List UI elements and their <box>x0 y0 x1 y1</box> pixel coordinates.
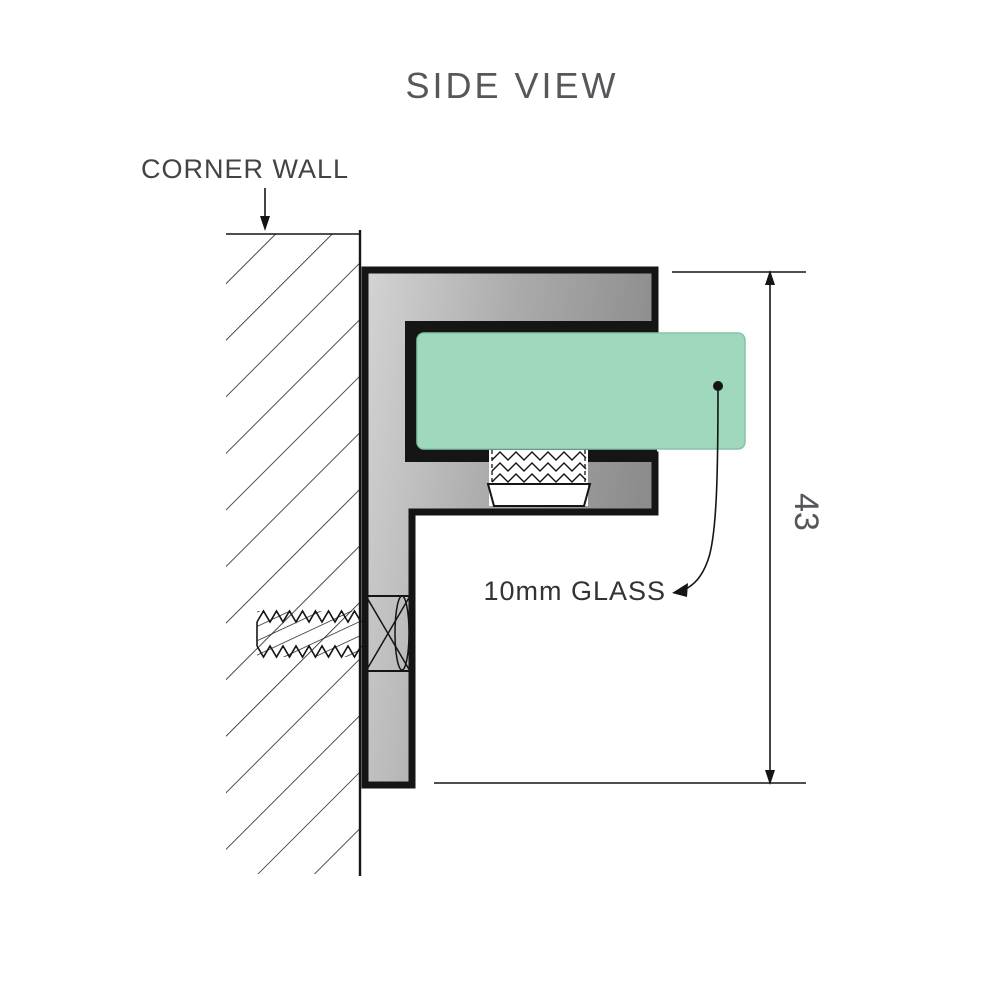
dimension-arrowhead-bottom-icon <box>765 770 775 785</box>
screw-thread-bottom <box>256 644 362 659</box>
pad-thread-line <box>491 473 587 483</box>
pad-thread-line <box>491 462 587 472</box>
screw-head-ellipse <box>394 595 410 671</box>
dimension-arrowhead-top-icon <box>765 270 775 285</box>
height-dimension: 43 <box>434 270 825 785</box>
dimension-value: 43 <box>787 493 825 531</box>
leader-arrowhead-icon <box>672 583 688 597</box>
wall-section <box>226 230 362 876</box>
pressure-pad <box>486 450 592 507</box>
screw-thread-top <box>256 609 362 624</box>
screw-thread-shading <box>257 611 360 657</box>
corner-wall-arrowhead-icon <box>260 216 270 231</box>
wall-hatching <box>226 234 360 874</box>
corner-wall-label: CORNER WALL <box>141 154 349 184</box>
glass-callout: 10mm GLASS <box>483 381 723 606</box>
diagram-title: SIDE VIEW <box>405 65 618 106</box>
screw-head-cross <box>365 595 411 672</box>
glass-label: 10mm GLASS <box>483 576 666 606</box>
leader-line <box>683 385 719 591</box>
glass-panel <box>416 332 746 450</box>
pad-foot <box>486 483 592 507</box>
fixing-screw <box>256 595 411 672</box>
pad-thread-line <box>491 451 587 461</box>
